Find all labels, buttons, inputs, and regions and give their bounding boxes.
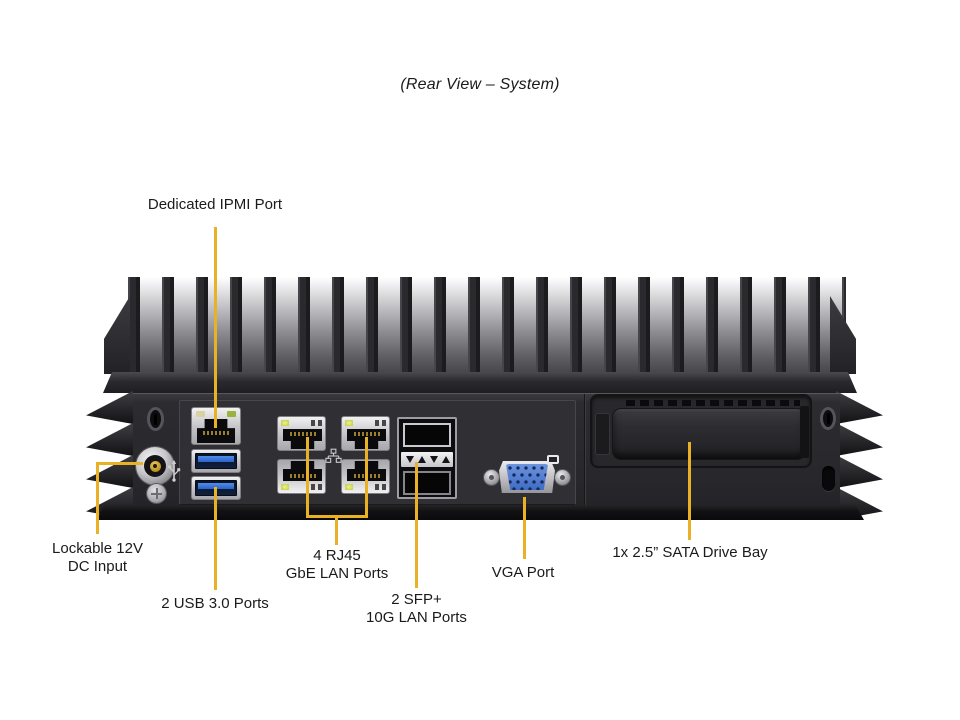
- callout-line-dc-v: [96, 462, 99, 534]
- gbe-lan-port-2: [341, 416, 390, 451]
- lan-icon: [325, 448, 342, 463]
- label-sata-bay: 1x 2.5” SATA Drive Bay: [612, 544, 768, 561]
- usb-blue-tongue: [198, 483, 234, 489]
- label-ipmi: Dedicated IPMI Port: [147, 196, 283, 213]
- lan-led: [281, 420, 289, 426]
- label-sfp-line1: 2 SFP+: [391, 591, 442, 608]
- lan-led: [345, 484, 353, 490]
- lan-activity-icon: [311, 484, 322, 490]
- callout-line-sfp: [415, 462, 418, 588]
- page-title: (Rear View – System): [400, 76, 560, 93]
- usb-blue-tongue: [198, 456, 234, 462]
- dc-jack-pin-hole: [153, 464, 157, 468]
- ipmi-led-left: [196, 411, 205, 417]
- latch-triangle: [430, 456, 438, 463]
- latch-triangle: [442, 456, 450, 463]
- chassis-bottom-edge: [96, 505, 864, 520]
- label-usb: 2 USB 3.0 Ports: [161, 595, 269, 612]
- label-sfp-line2: 10G LAN Ports: [366, 609, 467, 626]
- usb3-port-1: [191, 449, 241, 473]
- chassis-screw: [147, 484, 166, 503]
- gbe-lan-port-3: [277, 459, 326, 494]
- lan-led: [281, 484, 289, 490]
- sfp-port-1: [403, 423, 451, 447]
- vga-jack-screw-left: [484, 470, 499, 485]
- callout-line-vga: [523, 497, 526, 559]
- usb-port-inner: [195, 453, 237, 469]
- screw-cross-icon: [147, 484, 166, 503]
- usb-icon: [168, 460, 181, 482]
- right-side-fin: [836, 455, 883, 488]
- dc-jack-center-pin: [149, 460, 161, 472]
- left-side-fin: [86, 391, 133, 424]
- label-dc-line1: Lockable 12V: [52, 540, 143, 557]
- tray-latch-right: [800, 406, 809, 458]
- sfp-cage: [397, 417, 457, 499]
- label-dc-line2: DC Input: [67, 558, 128, 575]
- rj45-jack: [283, 461, 322, 481]
- lan-activity-icon: [375, 484, 386, 490]
- label-dc-input: Lockable 12V DC Input: [21, 540, 174, 576]
- lan-activity-icon: [311, 420, 322, 426]
- lock-slot-opening: [154, 413, 157, 425]
- dc-power-jack: [136, 447, 174, 485]
- heatsink-fins: [128, 277, 846, 373]
- drive-tray: [612, 408, 806, 460]
- latch-triangle: [406, 456, 414, 463]
- label-vga: VGA Port: [491, 564, 555, 581]
- dc-jack-ring: [144, 455, 166, 477]
- callout-line-dc-h: [96, 462, 143, 465]
- vga-port-connector: [505, 464, 549, 490]
- callout-stem-rj45: [335, 515, 338, 545]
- right-side-fin: [836, 423, 883, 456]
- rj45-jack: [283, 429, 322, 449]
- tray-latch-left: [595, 413, 610, 455]
- vga-jack-screw-right: [555, 470, 570, 485]
- callout-line-bay: [688, 442, 691, 540]
- latch-triangle: [418, 456, 426, 463]
- sfp-latch: [401, 452, 453, 467]
- sfp-port-2: [403, 471, 451, 495]
- left-side-fin: [86, 423, 133, 456]
- label-rj45-line1: 4 RJ45: [313, 547, 361, 564]
- lan-activity-icon: [375, 420, 386, 426]
- lan-led: [345, 420, 353, 426]
- kensington-slot: [822, 466, 835, 491]
- ipmi-led-right: [227, 411, 236, 417]
- gbe-lan-port-1: [277, 416, 326, 451]
- right-side-fin: [836, 391, 883, 424]
- left-side-fin: [86, 455, 133, 488]
- lock-slot-left: [147, 407, 164, 431]
- heatsink-end-left: [104, 296, 130, 374]
- display-icon: [547, 455, 559, 464]
- label-rj45-line2: GbE LAN Ports: [285, 565, 389, 582]
- label-rj45: 4 RJ45 GbE LAN Ports: [261, 547, 413, 583]
- heatsink-base: [103, 372, 857, 393]
- label-sfp: 2 SFP+ 10G LAN Ports: [340, 591, 493, 627]
- callout-line-rj45-left: [306, 437, 309, 518]
- callout-line-usb: [214, 487, 217, 590]
- lock-slot-opening: [826, 413, 830, 424]
- callout-line-rj45-right: [365, 437, 368, 518]
- panel-seam: [584, 394, 586, 512]
- callout-line-ipmi: [214, 227, 217, 428]
- lock-slot-right: [820, 407, 836, 430]
- bay-vent-slots: [626, 400, 800, 406]
